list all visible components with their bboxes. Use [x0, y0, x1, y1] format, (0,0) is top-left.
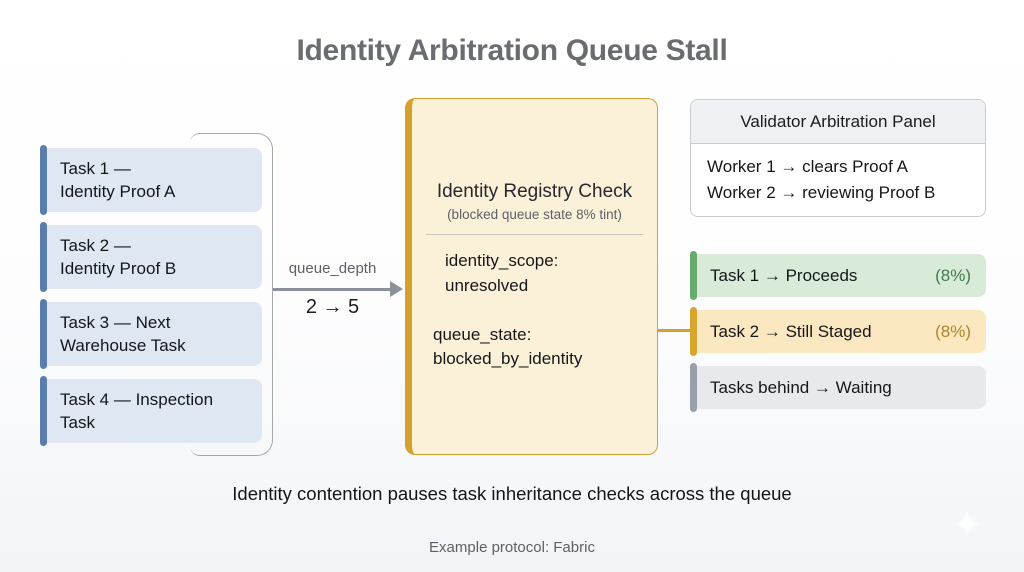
registry-divider	[426, 234, 643, 236]
outcome-task2-still-staged: Task 2 → Still Staged (8%)	[690, 307, 986, 356]
validator-panel-body: Worker 1 → clears Proof A Worker 2 → rev…	[691, 144, 985, 216]
sparkle-icon: ✦	[953, 506, 982, 544]
validator-arbitration-panel: Validator Arbitration Panel Worker 1 → c…	[690, 99, 986, 217]
task-label-line: Identity Proof B	[60, 259, 177, 279]
registry-field-key: identity_scope:	[445, 251, 559, 271]
outcome-task1-proceeds: Task 1 → Proceeds (8%)	[690, 251, 986, 300]
validator-panel-title: Validator Arbitration Panel	[691, 100, 985, 144]
task-label-line: Task	[60, 413, 95, 433]
registry-subtitle: (blocked queue state 8% tint)	[447, 207, 622, 223]
task-label-line: Task 2 —	[60, 236, 131, 255]
registry-field-queue-state: queue_state: blocked_by_identity	[412, 323, 657, 372]
queue-depth-arrow-line	[273, 288, 392, 291]
task-accent-bar	[40, 222, 47, 292]
task-label-line: Identity Proof A	[60, 182, 176, 202]
outcome-percentage: (8%)	[935, 321, 971, 341]
queue-depth-arrowhead-icon	[390, 281, 403, 297]
task-accent-bar	[40, 299, 47, 369]
page-title: Identity Arbitration Queue Stall	[296, 34, 728, 67]
task-label-line: Task 3 — Next	[60, 313, 171, 332]
outcome-accent-bar	[690, 363, 697, 412]
registry-to-task2-connector	[656, 329, 692, 332]
outcome-percentage: (8%)	[935, 265, 971, 285]
validator-worker-row: Worker 2 → reviewing Proof B	[707, 183, 936, 203]
outcome-label: Task 2 → Still Staged	[710, 321, 872, 341]
footer-protocol-note: Example protocol: Fabric	[429, 539, 595, 556]
task-label-line: Task 4 — Inspection	[60, 390, 214, 409]
outcome-label: Task 1 → Proceeds	[710, 265, 858, 285]
outcome-accent-bar	[690, 251, 697, 300]
registry-field-value: unresolved	[445, 275, 529, 295]
task-card-2: Task 2 — Identity Proof B	[40, 222, 262, 292]
task-card-4: Task 4 — Inspection Task	[40, 376, 262, 446]
task-accent-bar	[40, 145, 47, 215]
outcome-label: Tasks behind → Waiting	[710, 377, 892, 397]
registry-field-key: queue_state:	[433, 324, 532, 344]
outcome-tasks-behind-waiting: Tasks behind → Waiting	[690, 363, 986, 412]
registry-field-identity-scope: identity_scope: unresolved	[412, 249, 657, 298]
identity-registry-check-card: Identity Registry Check (blocked queue s…	[405, 98, 658, 455]
task-label-line: Task 1 —	[60, 159, 131, 178]
task-accent-bar	[40, 376, 47, 446]
task-label-line: Warehouse Task	[60, 336, 186, 356]
queue-depth-value: 2 → 5	[305, 296, 360, 318]
outcome-accent-bar	[690, 307, 697, 356]
queue-depth-label: queue_depth	[288, 260, 377, 277]
task-card-3: Task 3 — Next Warehouse Task	[40, 299, 262, 369]
queue-group-bracket	[190, 133, 273, 456]
registry-field-value: blocked_by_identity	[433, 349, 583, 369]
registry-title: Identity Registry Check	[436, 181, 633, 203]
diagram-caption: Identity contention pauses task inherita…	[232, 483, 792, 504]
task-card-1: Task 1 — Identity Proof A	[40, 145, 262, 215]
validator-worker-row: Worker 1 → clears Proof A	[707, 157, 908, 176]
